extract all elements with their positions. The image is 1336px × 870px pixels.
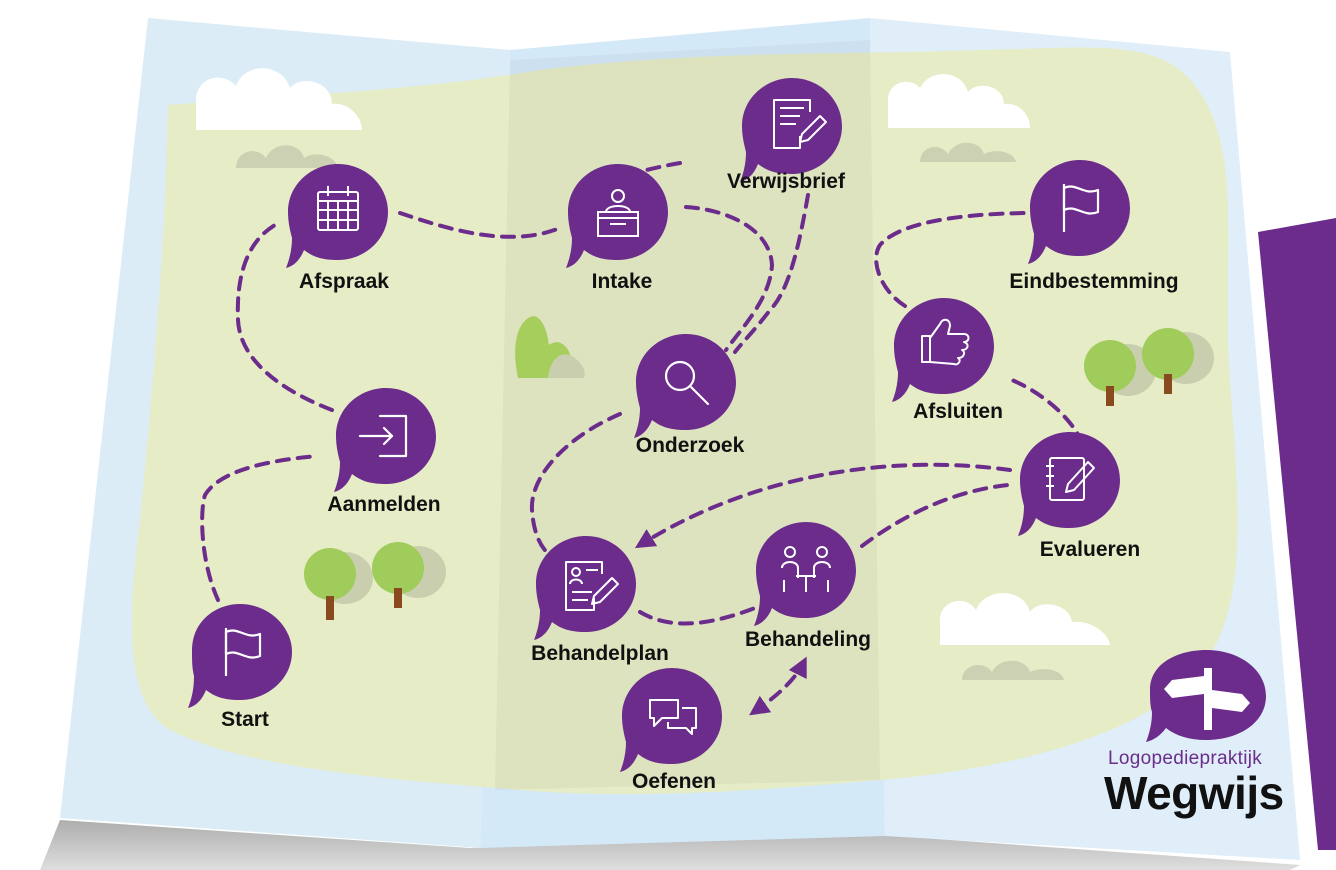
- step-afsluiten: [892, 298, 994, 402]
- step-oefenen: [620, 668, 722, 772]
- brand-tagline: Logopediepraktijk: [1108, 748, 1263, 769]
- cloud-icon: [888, 74, 1030, 162]
- step-label-verwijsbrief: Verwijsbrief: [727, 170, 845, 193]
- step-verwijsbrief: [740, 78, 842, 182]
- thumbs-up-icon: [921, 318, 970, 366]
- step-label-afsluiten: Afsluiten: [913, 400, 1003, 423]
- notebook-pen-icon: [1046, 457, 1095, 501]
- plan-document-icon: [565, 561, 619, 611]
- flag-icon: [224, 628, 262, 676]
- step-label-behandeling: Behandeling: [744, 628, 872, 651]
- purple-edge-tab: [1258, 218, 1336, 850]
- flag-icon: [1062, 184, 1100, 232]
- chat-bubbles-icon: [649, 699, 697, 735]
- step-aanmelden: [334, 388, 436, 492]
- brand-logo: [1146, 650, 1266, 742]
- step-eindbestemming: [1028, 160, 1130, 264]
- document-edit-icon: [773, 99, 827, 149]
- reception-desk-icon: [597, 189, 639, 237]
- step-label-onderzoek: Onderzoek: [635, 434, 745, 457]
- step-start: [188, 604, 292, 708]
- step-label-aanmelden: Aanmelden: [327, 493, 441, 516]
- step-afspraak: [286, 164, 388, 268]
- sign-in-icon: [358, 414, 408, 458]
- tree-icon: [304, 548, 373, 620]
- meeting-icon: [781, 546, 831, 592]
- map-shadow: [40, 820, 1300, 870]
- step-label-afspraak: Afspraak: [299, 270, 389, 293]
- calendar-icon: [317, 186, 359, 231]
- tree-icon: [1142, 328, 1214, 394]
- route-path: [200, 161, 1085, 716]
- step-onderzoek: [634, 334, 736, 438]
- step-label-start: Start: [221, 708, 269, 731]
- tree-icon: [1084, 340, 1156, 406]
- step-label-behandelplan: Behandelplan: [531, 642, 669, 665]
- step-behandeling: [754, 522, 856, 626]
- step-behandelplan: [534, 536, 636, 640]
- magnifier-icon: [664, 360, 710, 406]
- bush-icon: [515, 316, 585, 378]
- step-label-evalueren: Evalueren: [1039, 538, 1141, 561]
- step-intake: [566, 164, 668, 268]
- step-label-intake: Intake: [591, 270, 653, 293]
- cloud-icon: [196, 68, 362, 168]
- step-evalueren: [1018, 432, 1120, 536]
- signpost-icon: [1164, 668, 1250, 730]
- brand-name: Wegwijs: [1104, 767, 1284, 819]
- step-label-eindbestemming: Eindbestemming: [1009, 270, 1179, 293]
- step-label-oefenen: Oefenen: [631, 770, 717, 793]
- cloud-icon: [940, 592, 1110, 680]
- tree-icon: [372, 542, 446, 608]
